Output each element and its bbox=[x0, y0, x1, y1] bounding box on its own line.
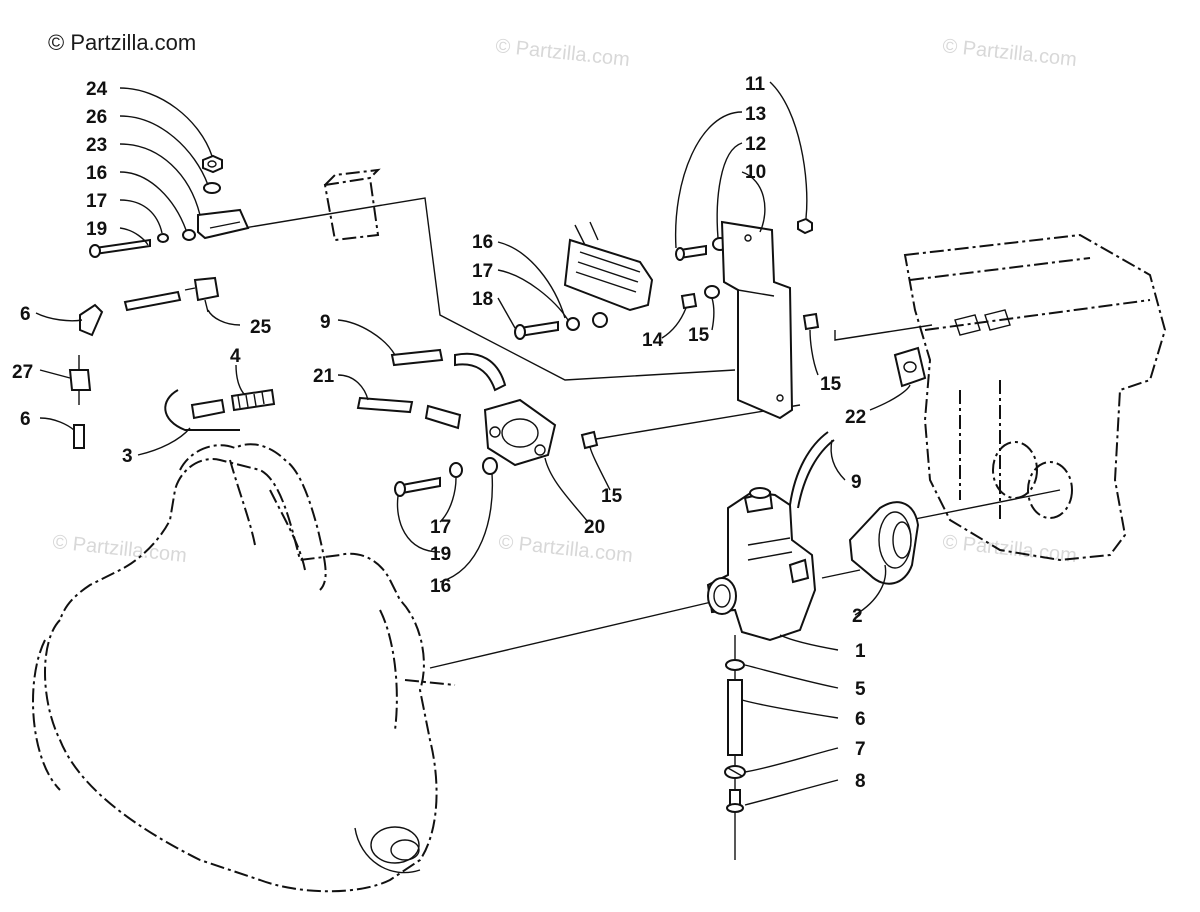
callout-12: 12 bbox=[745, 134, 766, 155]
relay-block bbox=[323, 168, 381, 242]
callout-15-lower: 15 bbox=[601, 486, 623, 507]
part-5-washer bbox=[725, 659, 745, 671]
callout-16-ctrl: 16 bbox=[472, 232, 493, 253]
callout-16-mid: 16 bbox=[430, 576, 451, 597]
callout-15-upper: 15 bbox=[688, 325, 710, 346]
callout-9-upper: 9 bbox=[320, 312, 331, 333]
callout-9-vent: 9 bbox=[851, 472, 862, 493]
callout-27: 27 bbox=[12, 362, 33, 383]
callout-10: 10 bbox=[745, 162, 766, 183]
callout-4: 4 bbox=[230, 346, 241, 367]
part-24-nut bbox=[202, 154, 223, 174]
part-20-fuel-pump bbox=[483, 398, 557, 467]
part-10-mounting-bracket bbox=[720, 220, 794, 420]
part-23-bracket bbox=[197, 208, 250, 240]
part-16-washer-ctrl bbox=[592, 312, 608, 328]
part-27-filter bbox=[68, 355, 92, 405]
part-19-screw-top bbox=[89, 238, 151, 258]
callout-6-left: 6 bbox=[20, 304, 31, 325]
part-16-washer-top bbox=[182, 229, 196, 241]
callout-23: 23 bbox=[86, 135, 107, 156]
callout-labels: 24 26 23 16 17 19 6 25 27 4 6 3 9 21 16 … bbox=[12, 74, 866, 792]
watermark-mid-center: © Partzilla.com bbox=[497, 531, 633, 567]
callout-19-top: 19 bbox=[86, 219, 107, 240]
watermark-mid-left: © Partzilla.com bbox=[51, 531, 187, 567]
part-9-vent-hose bbox=[789, 431, 835, 509]
part-15-bushing-upper bbox=[704, 285, 720, 299]
callout-1: 1 bbox=[855, 641, 866, 662]
callout-15-bracket: 15 bbox=[820, 374, 842, 395]
callout-17-top: 17 bbox=[86, 191, 107, 212]
part-15-bushing-bracket bbox=[802, 312, 820, 331]
part-6-hose-small bbox=[73, 424, 85, 449]
part-6-drain-tube bbox=[727, 679, 743, 756]
watermark-top-center: © Partzilla.com bbox=[494, 35, 630, 71]
callout-8: 8 bbox=[855, 771, 866, 792]
part-6-hose-left bbox=[79, 303, 104, 337]
callout-11: 11 bbox=[745, 74, 766, 95]
part-15-bushing-lower bbox=[580, 430, 599, 450]
air-box-outline bbox=[903, 233, 1167, 562]
callout-21: 21 bbox=[313, 366, 335, 387]
callout-18: 18 bbox=[472, 289, 493, 310]
part-22-decal bbox=[893, 346, 927, 388]
callout-14: 14 bbox=[642, 330, 664, 351]
callout-6-small: 6 bbox=[20, 409, 31, 430]
part-26-washer bbox=[203, 182, 221, 194]
part-21-hose bbox=[356, 396, 462, 430]
watermark-top-right: © Partzilla.com bbox=[941, 35, 1077, 71]
callout-5: 5 bbox=[855, 679, 866, 700]
part-11-nut bbox=[797, 217, 813, 235]
callout-17-mid: 17 bbox=[430, 517, 451, 538]
part-7-clamp bbox=[724, 765, 746, 779]
part-2-intake-boot bbox=[848, 501, 920, 585]
part-19-screw-mid bbox=[394, 476, 441, 497]
part-17-lockwasher-top bbox=[157, 233, 169, 243]
callout-26: 26 bbox=[86, 107, 107, 128]
callout-7: 7 bbox=[855, 739, 866, 760]
part-9-hose-upper bbox=[390, 348, 507, 392]
part-17-lockwasher-mid bbox=[449, 462, 463, 478]
callout-13: 13 bbox=[745, 104, 766, 125]
callout-17-ctrl: 17 bbox=[472, 261, 493, 282]
part-1-carburetor bbox=[706, 487, 817, 642]
part-3-clip bbox=[164, 389, 240, 431]
callout-2: 2 bbox=[852, 606, 863, 627]
watermark-mid-right: © Partzilla.com bbox=[941, 531, 1077, 567]
watermark-main: © Partzilla.com bbox=[48, 30, 196, 55]
callout-leaders bbox=[35, 81, 911, 806]
part-14-spacer bbox=[680, 292, 698, 310]
callout-22: 22 bbox=[845, 407, 866, 428]
callout-25: 25 bbox=[250, 317, 272, 338]
part-16-washer-mid bbox=[482, 457, 498, 475]
callout-3: 3 bbox=[122, 446, 133, 467]
callout-20: 20 bbox=[584, 517, 605, 538]
callout-19-mid: 19 bbox=[430, 544, 451, 565]
cdi-housing bbox=[563, 221, 654, 312]
part-13-screw bbox=[675, 244, 707, 261]
callout-6-drain: 6 bbox=[855, 709, 866, 730]
part-18-screw bbox=[514, 320, 559, 340]
part-8-plug bbox=[726, 789, 744, 813]
part-17-lockwasher-ctrl bbox=[566, 317, 580, 331]
part-hose-upper bbox=[123, 290, 182, 312]
callout-16-top: 16 bbox=[86, 163, 107, 184]
part-4-spring bbox=[190, 388, 276, 420]
engine-outline bbox=[32, 443, 456, 893]
callout-24: 24 bbox=[86, 79, 108, 100]
crank-shaft-end bbox=[370, 826, 420, 864]
part-25-valve bbox=[184, 276, 220, 313]
